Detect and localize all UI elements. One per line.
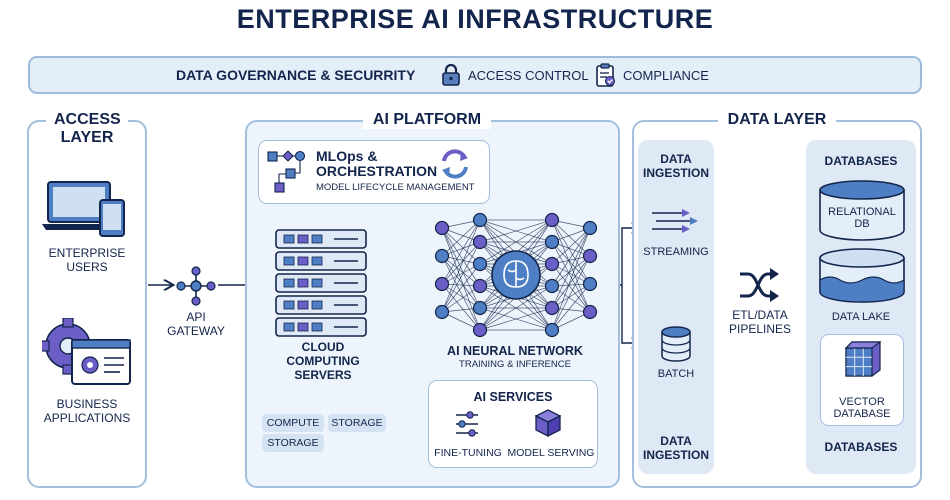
clipboard-check-icon: [596, 63, 615, 87]
shuffle-pipeline-icon: [740, 268, 779, 302]
etl-label: ETL/DATA PIPELINES: [722, 308, 798, 336]
cube-package-icon: [534, 409, 562, 438]
cloud-line2: COMPUTING: [286, 354, 360, 368]
streaming-arrows-icon: [652, 209, 698, 233]
etl-line1: ETL/DATA: [732, 308, 788, 322]
ingestion-bottom-line2: INGESTION: [642, 448, 709, 462]
data-lake-icon: [819, 248, 905, 303]
vector-line2: DATABASE: [833, 408, 891, 420]
page-title: ENTERPRISE AI INFRASTRUCTURE: [236, 4, 714, 34]
batch-database-icon: [661, 326, 691, 362]
business-apps-line2: APPLICATIONS: [43, 411, 131, 425]
neural-network-subtitle: TRAINING & INFERENCE: [459, 359, 571, 370]
data-ingestion-bottom-label: DATA INGESTION: [638, 434, 714, 462]
cloud-line1: CLOUD: [301, 340, 345, 354]
relational-db-label: RELATIONAL DB: [818, 206, 906, 230]
relational-db-icon: [819, 180, 905, 241]
access-layer-title-line1: ACCESS: [54, 111, 121, 128]
neural-network-icon: [434, 212, 598, 338]
ingestion-bottom-line1: DATA: [660, 434, 692, 448]
databases-bottom-label: DATABASES: [824, 440, 898, 454]
fine-tuning-label: FINE-TUNING: [434, 447, 502, 459]
ai-services-title: AI SERVICES: [473, 390, 553, 404]
api-gateway-line2: GATEWAY: [167, 324, 225, 338]
mlops-title-line2: ORCHESTRATION: [316, 163, 438, 179]
api-gateway-icon: [176, 266, 216, 306]
refresh-cycle-icon: [442, 149, 468, 179]
databases-top-label: DATABASES: [824, 154, 898, 168]
data-ingestion-top-label: DATA INGESTION: [638, 152, 714, 180]
enterprise-users-line1: ENTERPRISE: [48, 246, 126, 260]
vector-db-label: VECTOR DATABASE: [820, 396, 904, 420]
api-gateway-label: API GATEWAY: [160, 310, 232, 338]
ai-platform-title: AI PLATFORM: [363, 111, 491, 129]
enterprise-users-label: ENTERPRISE USERS: [31, 246, 143, 274]
vector-line1: VECTOR: [839, 396, 885, 408]
api-gateway-line1: API: [186, 310, 206, 324]
compute-tag: COMPUTE: [262, 414, 324, 432]
streaming-label: STREAMING: [643, 246, 709, 258]
sliders-icon: [456, 411, 478, 437]
server-stack-icon: [275, 229, 367, 337]
compliance-label: COMPLIANCE: [623, 68, 709, 83]
etl-line2: PIPELINES: [728, 322, 792, 336]
relational-line1: RELATIONAL: [828, 206, 896, 218]
access-layer-panel: [27, 120, 147, 488]
mlops-subtitle: MODEL LIFECYCLE MANAGEMENT: [316, 182, 475, 193]
devices-icon: [42, 181, 125, 237]
batch-label: BATCH: [657, 368, 695, 380]
access-control-label: ACCESS CONTROL: [468, 68, 589, 83]
business-apps-line1: BUSINESS: [56, 397, 118, 411]
ingestion-column: [638, 140, 714, 474]
governance-bar: [28, 56, 922, 94]
enterprise-users-line2: USERS: [66, 260, 108, 274]
ingestion-top-line2: INGESTION: [642, 166, 709, 180]
storage-tag: STORAGE: [328, 414, 386, 432]
data-layer-title: DATA LAYER: [718, 111, 836, 129]
governance-title: DATA GOVERNANCE & SECURRITY: [176, 67, 416, 83]
mlops-title-line1: MLOps &: [316, 148, 378, 164]
mlops-title: MLOps & ORCHESTRATION: [316, 149, 437, 179]
workflow-icon: [267, 150, 306, 193]
relational-line2: DB: [854, 218, 870, 230]
business-app-gear-icon: [42, 318, 131, 385]
access-layer-title: ACCESS LAYER: [46, 111, 128, 147]
lock-icon: [442, 63, 460, 86]
neural-network-title: AI NEURAL NETWORK: [447, 344, 583, 358]
vector-cube-icon: [844, 341, 882, 377]
model-serving-label: MODEL SERVING: [507, 447, 595, 459]
data-lake-label: DATA LAKE: [831, 311, 891, 323]
cloud-line3: SERVERS: [294, 368, 352, 382]
ingestion-top-line1: DATA: [660, 152, 692, 166]
access-layer-title-line2: LAYER: [60, 129, 114, 146]
cloud-servers-label: CLOUD COMPUTING SERVERS: [268, 340, 378, 382]
business-applications-label: BUSINESS APPLICATIONS: [31, 397, 143, 425]
storage-tag: STORAGE: [262, 434, 324, 452]
